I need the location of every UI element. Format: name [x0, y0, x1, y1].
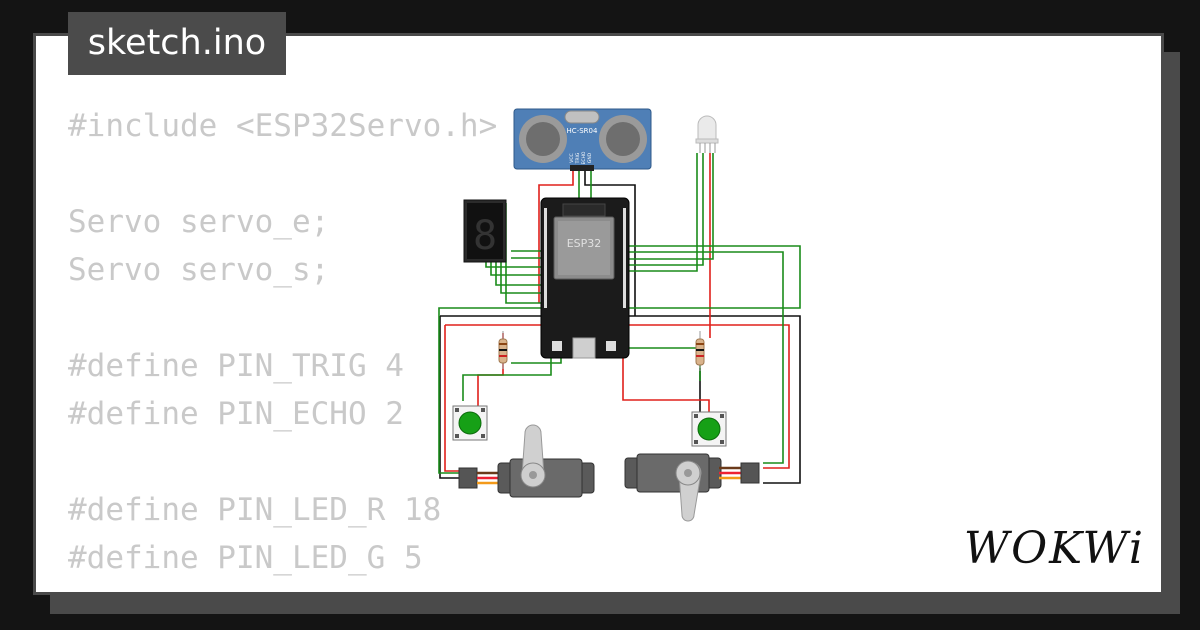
pin-label: VCC: [569, 153, 575, 162]
wire-red: [622, 333, 710, 413]
file-tab[interactable]: sketch.ino: [68, 12, 286, 75]
preview-card: #include <ESP32Servo.h> Servo servo_e; Ser…: [33, 33, 1164, 595]
pin-label: ECHO: [581, 151, 587, 164]
push-button: [452, 405, 488, 441]
pin-label: GND: [587, 152, 593, 163]
ultrasonic-sensor: HC-SR04 VCC TRIG ECHO GND: [513, 108, 652, 171]
wire-red: [444, 325, 461, 472]
wire-green: [490, 261, 543, 276]
wire-green: [618, 153, 698, 272]
wire-green: [618, 153, 714, 260]
servo-motor: [624, 453, 760, 522]
esp32-label: ESP32: [567, 237, 602, 250]
wire-green: [618, 251, 784, 464]
wire-green: [462, 348, 552, 401]
push-button: [691, 411, 727, 447]
esp32-board: ESP32: [540, 197, 630, 359]
circuit-diagram: HC-SR04 VCC TRIG ECHO GND 8: [438, 108, 801, 522]
servo-motor: [458, 424, 595, 498]
wokwi-logo: WOKWi: [963, 523, 1145, 574]
wire-red: [538, 168, 574, 303]
wire-black: [439, 316, 461, 479]
wire-green: [618, 153, 704, 266]
wire-black: [584, 168, 636, 316]
code-line: #define PIN_LED_G 5: [68, 540, 423, 576]
wire-green: [485, 261, 543, 268]
code-line: #include <ESP32Servo.h>: [68, 108, 498, 144]
ultrasonic-label: HC-SR04: [567, 127, 598, 135]
code-line: Servo servo_s;: [68, 252, 330, 288]
code-line: #define PIN_LED_R 18: [68, 492, 442, 528]
rgb-led: [695, 115, 719, 153]
wire-green: [505, 203, 543, 304]
resistor: [695, 331, 705, 371]
code-line: Servo servo_e;: [68, 204, 330, 240]
pin-label: TRIG: [575, 152, 581, 164]
code-line: #define PIN_TRIG 4: [68, 348, 404, 384]
code-preview: #include <ESP32Servo.h> Servo servo_e; Ser…: [68, 102, 497, 582]
segment-digit: 8: [473, 213, 497, 259]
seven-segment-display: 8: [463, 199, 507, 263]
resistor: [498, 331, 508, 369]
code-line: #define PIN_ECHO 2: [68, 396, 404, 432]
